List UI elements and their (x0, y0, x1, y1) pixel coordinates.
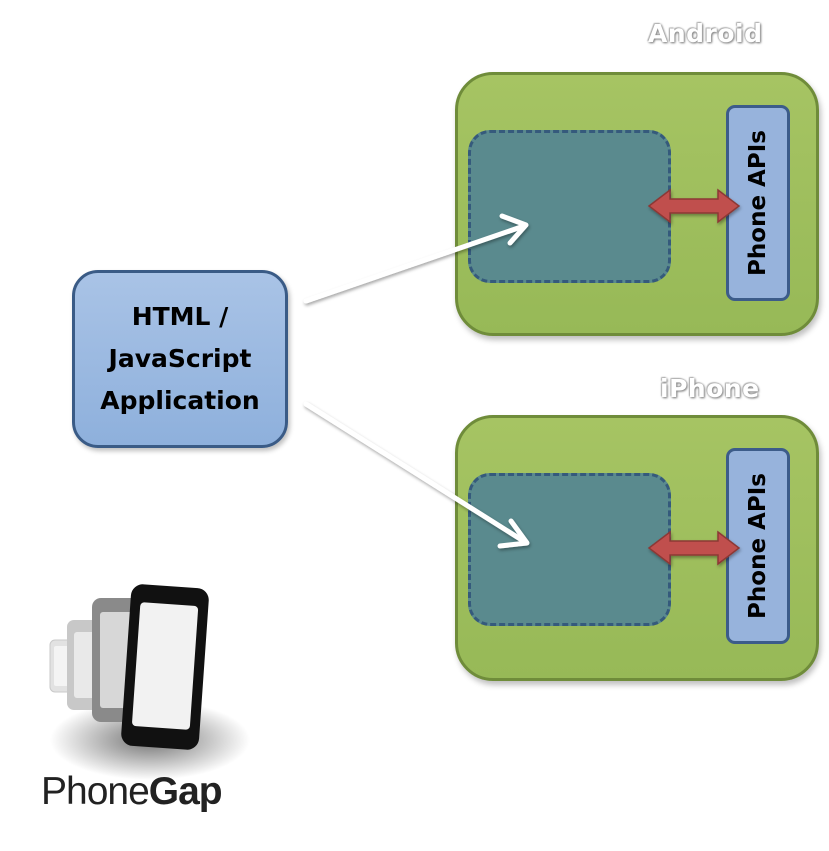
application-label-line-3: Application (100, 386, 260, 415)
android-title: Android (648, 19, 763, 48)
android-phone-apis-label: Phone APIs (745, 130, 771, 276)
android-phone-apis-box: Phone APIs (726, 105, 790, 301)
wordmark-bold: Gap (148, 770, 223, 813)
application-label-line-1: HTML / (131, 302, 229, 331)
phonegap-wordmark: PhoneGap (41, 770, 223, 814)
html-javascript-application-box: HTML / JavaScript Application (72, 270, 288, 448)
android-device-box: Phone APIs (455, 72, 819, 336)
iphone-phone-apis-box: Phone APIs (726, 448, 790, 644)
iphone-webview (468, 473, 671, 626)
iphone-title: iPhone (660, 374, 760, 403)
phonegap-logo-icon (49, 584, 250, 780)
application-label: HTML / JavaScript Application (100, 296, 259, 422)
iphone-phone-apis-label: Phone APIs (745, 473, 771, 619)
wordmark-regular: Phone (41, 770, 150, 813)
iphone-device-box: Phone APIs (455, 415, 819, 681)
android-webview (468, 130, 671, 283)
application-label-line-2: JavaScript (108, 344, 252, 373)
